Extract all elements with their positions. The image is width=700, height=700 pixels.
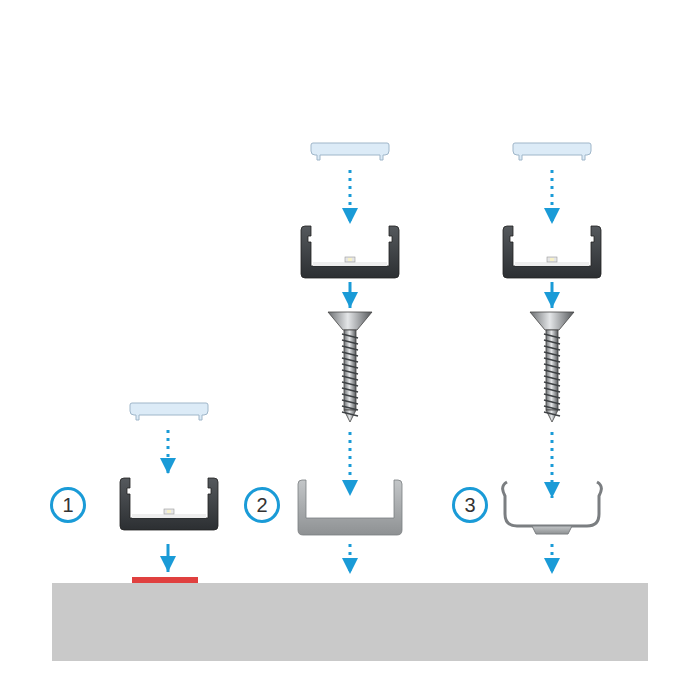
spring-clip (503, 482, 602, 526)
mounting-bracket (298, 480, 402, 535)
dotted-arrow (349, 544, 352, 574)
adhesive-tape (132, 577, 198, 583)
clip-base (532, 526, 572, 534)
dotted-arrow (167, 430, 170, 474)
diffuser-cover (130, 403, 208, 420)
screw (530, 312, 574, 422)
arrow (167, 544, 170, 572)
led-profile (120, 478, 218, 530)
dotted-arrow (551, 544, 554, 574)
dotted-arrow (551, 432, 554, 498)
callout-number: 3 (452, 487, 488, 523)
callout-text: 3 (464, 495, 475, 515)
callout-number: 1 (50, 487, 86, 523)
dotted-arrow (551, 170, 554, 224)
wall-surface (52, 583, 648, 661)
callout-text: 2 (256, 495, 267, 515)
led-profile (301, 226, 399, 278)
callout-text: 1 (62, 495, 73, 515)
led-profile (503, 226, 601, 278)
arrow (551, 282, 554, 308)
arrow (349, 282, 352, 308)
diffuser-cover (513, 143, 591, 160)
dotted-arrow (349, 432, 352, 496)
diffuser-cover (311, 143, 389, 160)
screw (328, 312, 372, 422)
dotted-arrow (349, 170, 352, 224)
callout-number: 2 (244, 487, 280, 523)
